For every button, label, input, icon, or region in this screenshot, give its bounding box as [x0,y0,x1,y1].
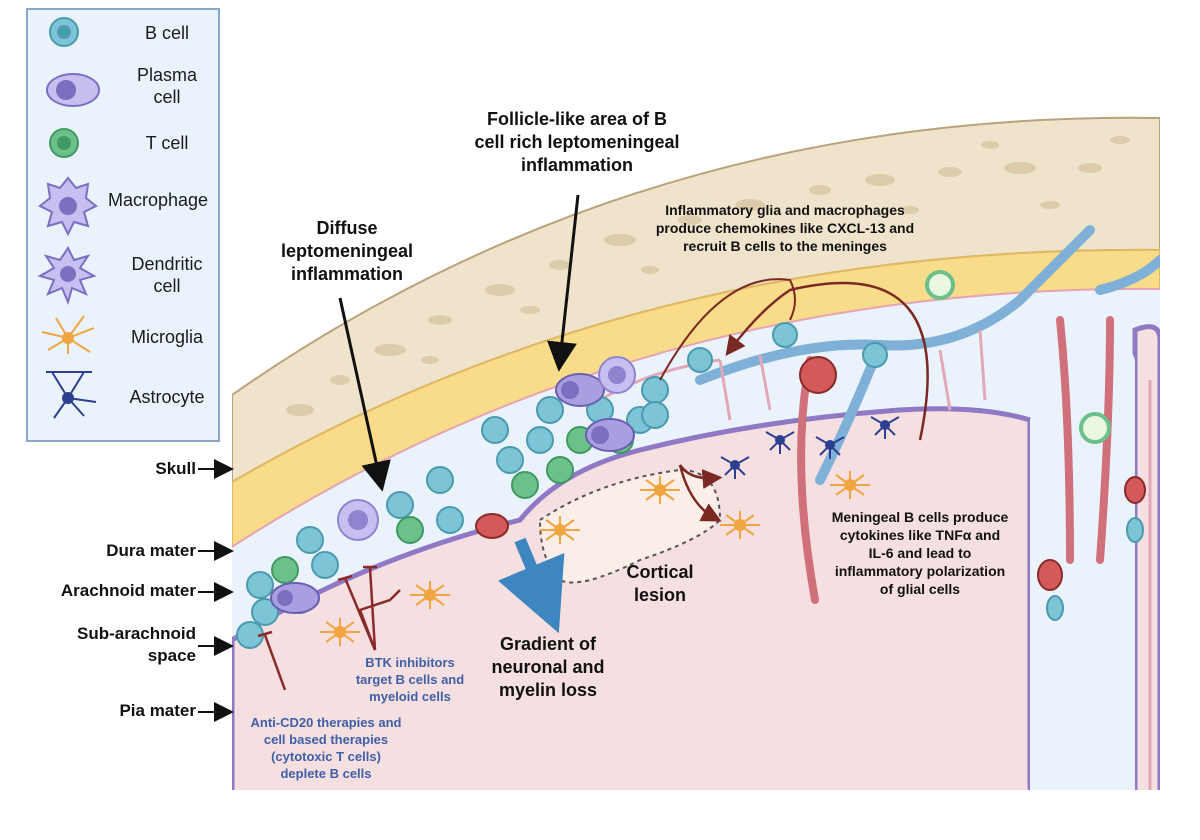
legend-label-plasma-cell: Plasma cell [136,65,198,107]
brain-gyrus-right [1132,324,1160,790]
label-pia-mater: Pia mater [119,701,196,720]
brain-cortex [232,406,1033,790]
label-dura-mater: Dura mater [106,541,196,560]
dendritic-cell-icon [37,246,97,305]
legend-icons [37,17,100,419]
annotation-anti-cd20: Anti-CD20 therapies and cell based thera… [250,715,402,781]
microglia-icon [41,315,95,354]
annotation-diffuse: Diffuse leptomeningeal inflammation [280,218,414,284]
cortical-lesion [538,468,722,584]
recruitment-arrow [725,281,929,441]
therapy-lines [257,565,401,691]
annotation-btk-inhibitors: BTK inhibitors target B cells and myeloi… [355,655,465,704]
tissue-cross-section [232,116,1160,790]
skull-pores [286,136,1130,416]
astrocyte-icon [46,371,97,419]
plasma-cell-icon [46,73,100,107]
legend-label-macrophage: Macrophage [107,190,209,210]
layer-pointer-arrows [198,459,234,722]
t-cell-icon [49,128,79,158]
legend-label-microglia: Microglia [130,327,204,347]
immune-cells [236,270,1146,649]
label-skull: Skull [155,459,196,478]
gradient-arrow [497,537,565,634]
polarization-arrow-2 [678,464,722,522]
follicle-pointer-arrow [547,194,580,372]
annotation-cortical-lesion: Cortical lesion [626,562,694,605]
recruitment-arrow-2 [659,278,796,381]
astrocyte-cells [720,416,900,479]
diffuse-pointer-arrow [338,297,391,492]
legend-panel: B cell Plasma cell T cell Macrophage Den… [26,8,220,442]
microglia-cells [320,471,870,646]
annotation-meningeal-b-cells: Meningeal B cells produce cytokines like… [831,509,1009,597]
label-subarachnoid-space: Sub-arachnoid space [76,624,196,665]
legend-label-b-cell: B cell [144,23,189,43]
capillaries [599,329,1152,790]
legend-label-t-cell: T cell [145,133,189,153]
legend-label-dendritic-cell: Dendritic cell [131,254,203,296]
annotation-gradient: Gradient of neuronal and myelin loss [491,634,605,700]
label-arachnoid-mater: Arachnoid mater [60,581,196,600]
macrophage-icon [38,176,98,237]
legend-label-astrocyte: Astrocyte [129,387,205,407]
b-cell-icon [49,17,79,47]
annotation-glia-chemokines: Inflammatory glia and macrophages produc… [655,202,915,254]
annotation-follicle: Follicle-like area of B cell rich leptom… [474,109,680,175]
